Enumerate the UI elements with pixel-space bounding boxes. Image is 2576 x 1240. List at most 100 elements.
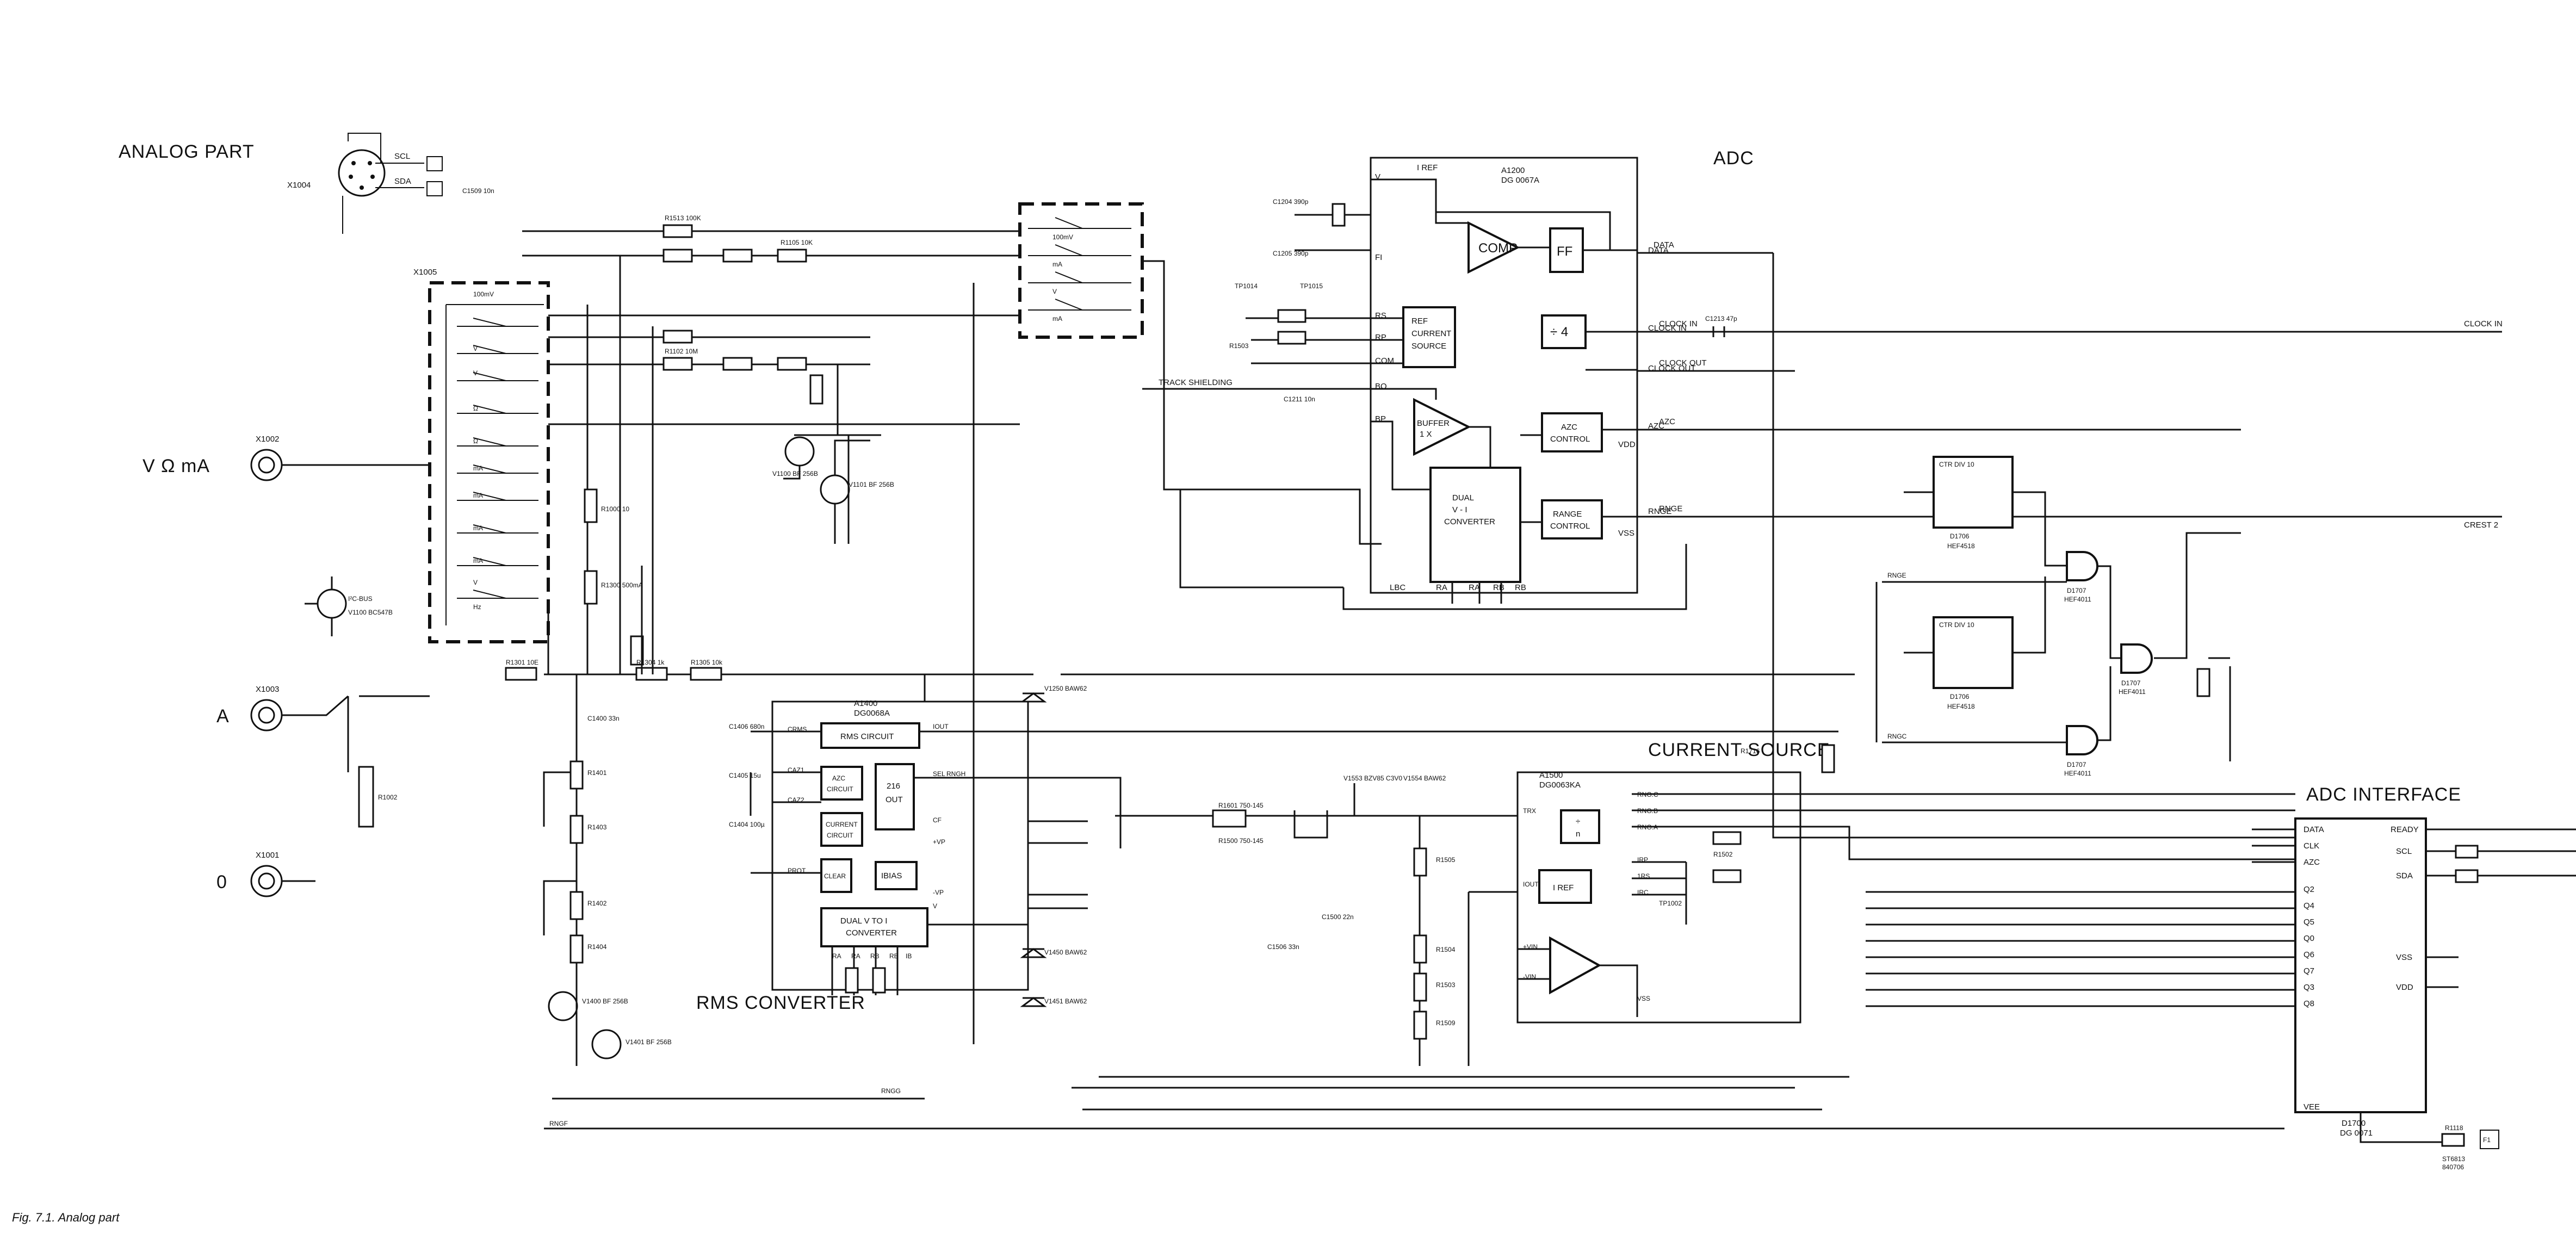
dual-vi-converter bbox=[1429, 467, 1521, 583]
svg-text:R1402: R1402 bbox=[587, 900, 607, 907]
current-source-frame bbox=[1516, 771, 1801, 1024]
a1400-type: DG0068A bbox=[854, 709, 890, 718]
svg-text:IOUT: IOUT bbox=[933, 723, 949, 730]
svg-text:RNGH: RNGH bbox=[946, 770, 965, 778]
svg-text:I REF: I REF bbox=[1553, 883, 1574, 892]
svg-text:HEF4011: HEF4011 bbox=[2119, 688, 2146, 696]
svg-text:R1502: R1502 bbox=[1713, 851, 1733, 858]
input-ladder: R1401 R1403 R1402 R1404 C1400 33n V1400 … bbox=[543, 674, 2284, 1130]
svg-text:RANGE: RANGE bbox=[1553, 510, 1582, 519]
connector-ref-x1004: X1004 bbox=[287, 181, 311, 190]
adc-interface-block bbox=[2294, 817, 2427, 1113]
svg-text:SEL: SEL bbox=[933, 770, 945, 778]
clear-block bbox=[820, 858, 852, 893]
range-switch-upper[interactable] bbox=[1018, 202, 1144, 339]
terminal-ref-x1001: X1001 bbox=[256, 851, 279, 860]
analog-part-title: ANALOG PART bbox=[119, 141, 255, 162]
counter-2 bbox=[1933, 616, 2014, 689]
current-source-wires: R1601 750-145 R1500 750-145 V1553 BZV85 … bbox=[1115, 744, 2295, 1066]
terminal-vomega-ma[interactable]: X1002 V Ω mA bbox=[143, 435, 283, 481]
a1400-ref: A1400 bbox=[854, 699, 877, 708]
jfet-pair-v1100: V1100 BF 256B V1101 BF 256B bbox=[772, 436, 894, 544]
range-v3: V bbox=[473, 579, 478, 586]
input-network-wires bbox=[282, 230, 1382, 1044]
svg-text:V1450 BAW62: V1450 BAW62 bbox=[1044, 948, 1087, 956]
ff-label: FF bbox=[1557, 244, 1572, 259]
svg-text:READY: READY bbox=[2391, 825, 2419, 834]
adc-wires bbox=[1371, 178, 1637, 604]
svg-text:V: V bbox=[1375, 172, 1380, 182]
terminal-a[interactable]: X1003 A bbox=[216, 685, 283, 731]
svg-text:C1205 390p: C1205 390p bbox=[1273, 250, 1309, 257]
range-switch-main[interactable] bbox=[428, 281, 550, 643]
nand-gate-1: D1707 HEF4011 bbox=[2064, 551, 2098, 603]
terminal-ref-x1003: X1003 bbox=[256, 685, 279, 694]
adc-output-nets: DATA CLOCK IN CLOCK OUT AZC RNGE CLOCK I… bbox=[1637, 240, 2503, 839]
svg-text:C1506 33n: C1506 33n bbox=[1267, 943, 1299, 951]
svg-text:SOURCE: SOURCE bbox=[1411, 342, 1446, 351]
r1002-label: R1002 bbox=[378, 793, 398, 801]
terminal-label-a: A bbox=[216, 706, 230, 727]
svg-text:D1706: D1706 bbox=[1950, 532, 1970, 540]
svg-text:SDA: SDA bbox=[2396, 871, 2413, 881]
adc-left-components: C1204 390p C1205 390p TP1014 TP1015 R150… bbox=[1229, 198, 1371, 364]
iref-block bbox=[1538, 869, 1592, 904]
ref-current-source bbox=[1402, 306, 1456, 368]
divide-n-block bbox=[1560, 809, 1600, 844]
svg-text:R1716: R1716 bbox=[1741, 747, 1760, 755]
terminal-zero[interactable]: X1001 0 bbox=[216, 851, 283, 897]
svg-text:TP1014: TP1014 bbox=[1235, 282, 1258, 290]
svg-text:RA: RA bbox=[832, 952, 841, 960]
svg-text:RNGC: RNGC bbox=[1887, 733, 1907, 740]
svg-text:RMS CIRCUIT: RMS CIRCUIT bbox=[840, 732, 894, 741]
out216-block bbox=[875, 763, 915, 830]
svg-text:VDD: VDD bbox=[1618, 440, 1636, 449]
upper-range-v: V bbox=[1052, 288, 1057, 295]
svg-text:RB: RB bbox=[870, 952, 880, 960]
i-ref-label: I REF bbox=[1417, 163, 1438, 172]
r1102-label: R1102 10M bbox=[665, 348, 698, 355]
v1100-label: V1100 BF 256B bbox=[772, 470, 818, 478]
svg-text:HEF4011: HEF4011 bbox=[2064, 770, 2091, 777]
svg-text:Q5: Q5 bbox=[2303, 917, 2314, 927]
svg-text:CLOCK IN: CLOCK IN bbox=[1659, 319, 1698, 328]
c1509-label: C1509 10n bbox=[462, 187, 494, 195]
svg-text:RB: RB bbox=[1493, 583, 1504, 592]
svg-text:840706: 840706 bbox=[2442, 1163, 2464, 1171]
range-control-block bbox=[1541, 499, 1603, 540]
svg-text:AZC: AZC bbox=[2303, 858, 2320, 867]
svg-text:R1404: R1404 bbox=[587, 943, 607, 951]
svg-text:Q0: Q0 bbox=[2303, 934, 2314, 943]
svg-text:DUAL V TO I: DUAL V TO I bbox=[840, 916, 887, 926]
adc-interface-title: ADC INTERFACE bbox=[2306, 784, 2461, 805]
c1211-label: C1211 10n bbox=[1284, 395, 1315, 403]
svg-text:RNGE: RNGE bbox=[1659, 504, 1682, 513]
v1101-label: V1101 BF 256B bbox=[849, 481, 894, 488]
svg-text:TRX: TRX bbox=[1523, 807, 1536, 815]
svg-text:V1250 BAW62: V1250 BAW62 bbox=[1044, 685, 1087, 692]
svg-text:R1505: R1505 bbox=[1436, 856, 1456, 864]
svg-text:IBIAS: IBIAS bbox=[881, 871, 902, 881]
r1304-label: R1304 1k bbox=[636, 659, 665, 666]
svg-text:D1707: D1707 bbox=[2121, 679, 2141, 687]
i2c-connector: X1004 SCL SDA C1509 10n bbox=[287, 133, 494, 234]
c1406-label: C1406 680n bbox=[729, 723, 764, 730]
adc-interface-left-pins: DATA CLK AZC Q2 Q4 Q5 Q0 Q6 Q7 Q3 Q8 VEE bbox=[2303, 825, 2324, 1112]
c1404-label: C1404 100µ bbox=[729, 821, 765, 828]
range-hz: Hz bbox=[473, 603, 481, 611]
adc-title: ADC bbox=[1713, 148, 1754, 169]
current-source-title: CURRENT SOURCE bbox=[1648, 740, 1830, 760]
azc-circuit-block bbox=[820, 766, 863, 801]
svg-text:OUT: OUT bbox=[886, 795, 903, 804]
svg-text:AZC: AZC bbox=[1648, 421, 1664, 431]
gate-wires: RNGE RNGC bbox=[1875, 491, 2241, 761]
rms-diodes: V1250 BAW62 V1450 BAW62 V1451 BAW62 bbox=[1020, 685, 1087, 1007]
svg-text:Q4: Q4 bbox=[2303, 901, 2314, 910]
svg-text:IB: IB bbox=[906, 952, 912, 960]
svg-text:D1707: D1707 bbox=[2067, 761, 2086, 768]
svg-text:VSS: VSS bbox=[2396, 953, 2412, 962]
svg-text:R1500 750-145: R1500 750-145 bbox=[1218, 837, 1264, 845]
a1500-type: DG0063KA bbox=[1539, 780, 1581, 790]
svg-text:216: 216 bbox=[887, 782, 900, 791]
upper-range-ma2: mA bbox=[1052, 315, 1062, 323]
